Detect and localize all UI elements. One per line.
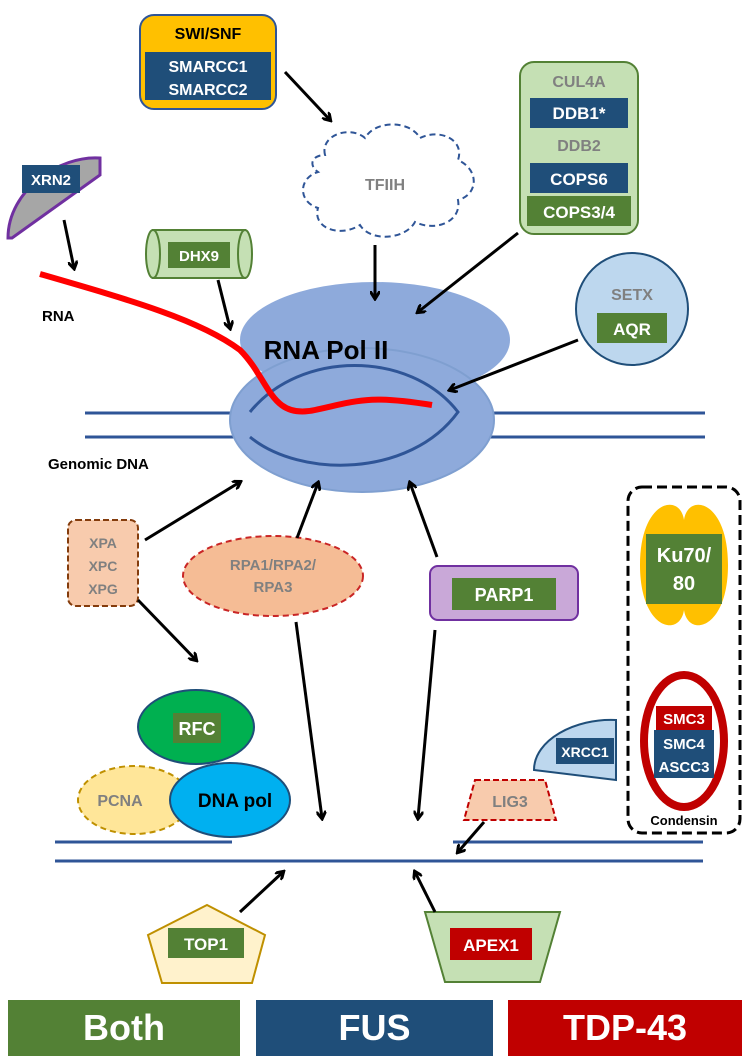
pcna-label: PCNA xyxy=(97,793,143,810)
transcription-bubble xyxy=(248,364,460,467)
arrow-cul4a-polii xyxy=(418,231,519,312)
aqr-label: AQR xyxy=(613,320,651,339)
genomic-dna-label: Genomic DNA xyxy=(48,456,149,473)
legend-tdp43: TDP-43 xyxy=(508,1000,742,1056)
top1-label: TOP1 xyxy=(184,935,228,954)
cops34-label: COPS3/4 xyxy=(543,203,615,222)
parp1-box: PARP1 xyxy=(429,565,579,621)
setx-label: SETX xyxy=(611,287,653,304)
rpa-ellipse: RPA1/RPA2/ RPA3 xyxy=(182,535,364,617)
xpa-label: XPA xyxy=(89,535,117,551)
legend-both: Both xyxy=(8,1000,240,1056)
arrow-parp1-polii xyxy=(410,483,439,558)
apex1-trapezoid: APEX1 xyxy=(423,911,562,983)
swi-snf-complex: SWI/SNF SMARCC1 SMARCC2 xyxy=(139,14,277,110)
arrow-swisnf-tfiih xyxy=(283,70,330,120)
broken-dna xyxy=(55,840,703,863)
top1-pentagon: TOP1 xyxy=(146,903,267,984)
arrow-rpa-polii xyxy=(295,483,318,539)
ku-condensin-panel: Ku70/ 80 SMC3 SMC4 ASCC3 Condensin xyxy=(626,485,742,835)
dhx9-label: DHX9 xyxy=(179,248,219,265)
xrcc1-lig3: XRCC1 LIG3 xyxy=(462,718,617,821)
arrow-lig3-break xyxy=(458,821,486,852)
lig3-label: LIG3 xyxy=(492,794,528,811)
arrow-setx-polii xyxy=(450,338,579,390)
xpg-label: XPG xyxy=(88,581,118,597)
arrow-top1-break xyxy=(238,872,283,914)
xrn2-label: XRN2 xyxy=(31,172,71,189)
arrow-xp-rfc xyxy=(136,598,196,660)
rpa-label-line1: RPA1/RPA2/ xyxy=(230,557,317,574)
cul4a-complex: CUL4A DDB1* DDB2 COPS6 COPS3/4 xyxy=(519,61,639,235)
legend-fus: FUS xyxy=(256,1000,493,1056)
cul4a-label: CUL4A xyxy=(552,74,606,91)
arrows xyxy=(62,70,579,914)
rpa-label-line2: RPA3 xyxy=(254,579,293,596)
smc3-label: SMC3 xyxy=(663,711,705,728)
condensin-label: Condensin xyxy=(650,813,717,828)
smc4-label: SMC4 xyxy=(663,736,705,753)
rna-pol-ii-label: RNA Pol II xyxy=(264,335,389,365)
smarcc1-label: SMARCC1 xyxy=(168,59,247,76)
apex1-label: APEX1 xyxy=(463,936,519,955)
tfiih-label: TFIIH xyxy=(365,177,405,194)
dnapol-label: DNA pol xyxy=(198,791,272,812)
smarcc2-label: SMARCC2 xyxy=(168,82,247,99)
arrow-parp1-break xyxy=(418,629,437,818)
cops6-label: COPS6 xyxy=(550,170,608,189)
swi-snf-label: SWI/SNF xyxy=(175,26,242,43)
rna-label: RNA xyxy=(42,308,75,325)
ku-label-line1: Ku70/ xyxy=(657,545,712,567)
replication-cluster: PCNA DNA pol RFC xyxy=(77,689,291,838)
xrn2-shape: XRN2 xyxy=(6,156,102,240)
tfiih-cloud: TFIIH xyxy=(302,123,475,238)
xpc-label: XPC xyxy=(89,558,118,574)
ddb2-label: DDB2 xyxy=(557,138,601,155)
rna-pol-ii-core xyxy=(229,347,495,493)
arrow-xrn2-rna xyxy=(62,219,74,268)
rna-strand xyxy=(39,271,433,415)
arrow-apex1-break xyxy=(415,872,437,913)
parp1-label: PARP1 xyxy=(475,585,534,605)
ascc3-label: ASCC3 xyxy=(659,759,710,776)
dhx9-cylinder: DHX9 xyxy=(145,229,253,279)
arrow-rpa-break xyxy=(294,621,322,818)
xrcc1-label: XRCC1 xyxy=(561,744,609,760)
ku-label-line2: 80 xyxy=(673,573,695,595)
setx-circle: SETX AQR xyxy=(575,252,689,366)
xp-proteins: XPA XPC XPG xyxy=(67,519,139,607)
arrow-xp-polii xyxy=(144,482,240,542)
arrow-dhx9-rna xyxy=(216,279,230,328)
ddb1-label: DDB1* xyxy=(553,104,606,123)
rfc-label: RFC xyxy=(179,719,216,739)
